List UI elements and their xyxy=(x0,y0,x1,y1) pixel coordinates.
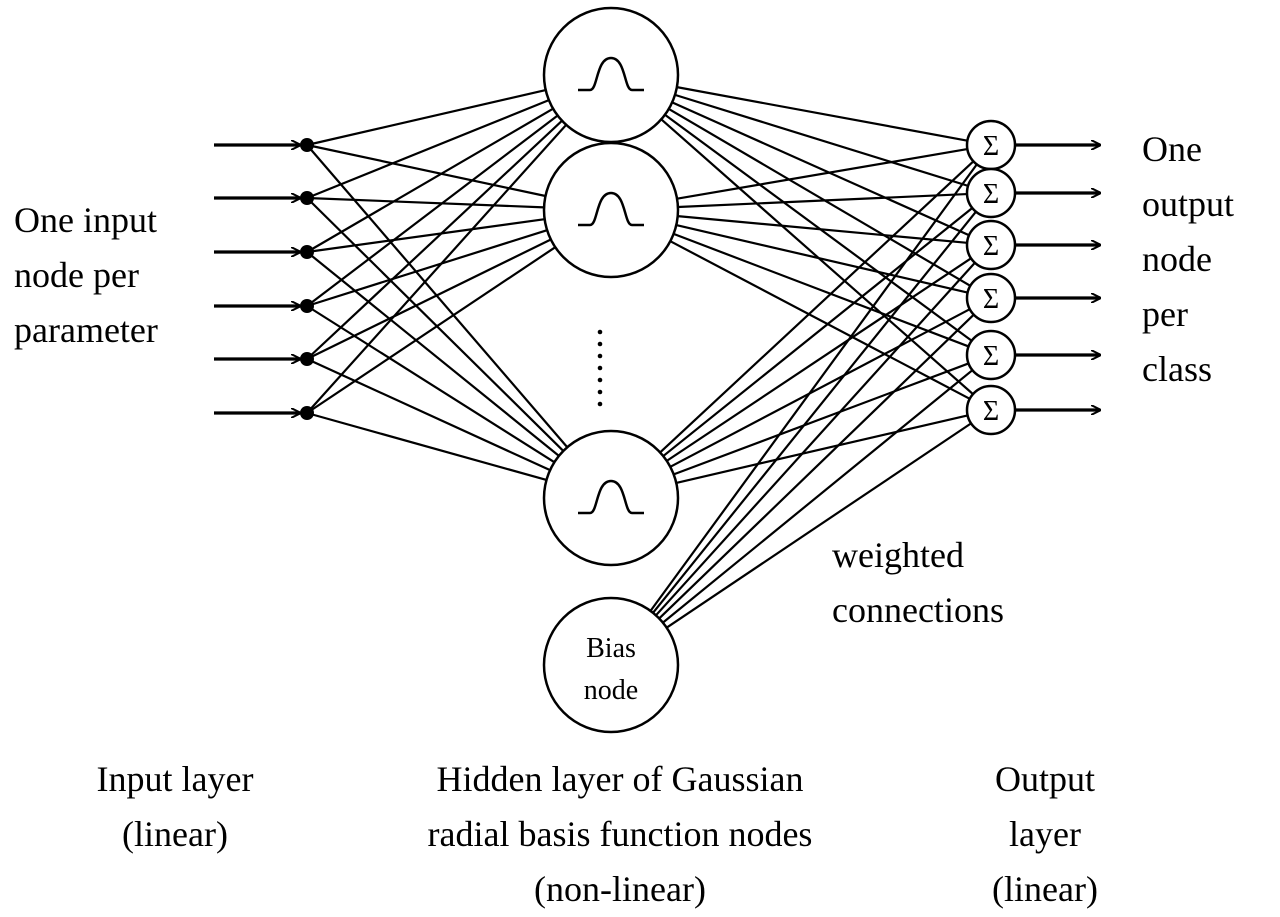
output-side-label-line-4: per xyxy=(1142,294,1188,334)
hidden-output-connection xyxy=(664,113,973,342)
input-side-label: One input node per parameter xyxy=(14,193,158,358)
input-hidden-connection xyxy=(306,119,563,360)
weighted-connections-label-line-2: connections xyxy=(832,590,1004,630)
hidden-output-connection xyxy=(676,86,968,142)
input-side-label-line-3: parameter xyxy=(14,310,158,350)
input-hidden-connection xyxy=(306,238,552,360)
bias-node-label-line-2: node xyxy=(584,675,638,706)
input-hidden-connection xyxy=(306,196,545,209)
input-layer-caption-line-1: Input layer xyxy=(96,759,254,799)
output-layer-caption-line-2: layer xyxy=(1009,814,1081,854)
sigma-icon: Σ xyxy=(983,284,999,315)
output-layer-caption-line-3: (linear) xyxy=(992,869,1098,909)
input-layer-caption-line-2: (linear) xyxy=(122,814,228,854)
input-hidden-connection xyxy=(306,218,545,254)
output-layer-caption-line-1: Output xyxy=(994,759,1095,799)
output-node: Σ xyxy=(965,384,1017,436)
output-node: Σ xyxy=(965,167,1017,219)
hidden-output-connection xyxy=(669,308,971,468)
hidden-output-connection xyxy=(677,215,968,244)
input-hidden-connection xyxy=(306,107,554,253)
hidden-layer-caption-line-2: radial basis function nodes xyxy=(427,814,813,854)
input-node xyxy=(300,138,314,152)
output-side-label: One output node per class xyxy=(1142,122,1234,397)
hidden-output-connection xyxy=(666,257,972,462)
gaussian-node xyxy=(542,429,680,567)
gaussian-node xyxy=(542,141,680,279)
bias-node: Bias node xyxy=(542,596,680,734)
output-side-label-line-2: output xyxy=(1142,184,1235,224)
weighted-connections-label-line-1: weighted xyxy=(832,535,964,575)
hidden-output-connection xyxy=(673,362,969,476)
hidden-output-connection xyxy=(658,313,975,620)
input-hidden-connection xyxy=(306,411,547,482)
hidden-output-connection xyxy=(676,147,968,200)
output-node: Σ xyxy=(965,219,1017,271)
gaussian-curve-icon xyxy=(578,191,644,227)
gaussian-curve-icon xyxy=(578,56,644,92)
input-side-label-line-1: One input xyxy=(14,200,157,240)
input-hidden-connection xyxy=(306,99,550,200)
hidden-output-connection xyxy=(649,163,978,612)
hidden-output-connection xyxy=(669,240,971,400)
output-side-label-line-5: class xyxy=(1142,349,1212,389)
weighted-connections-label: weighted connections xyxy=(832,528,1004,638)
input-hidden-connection xyxy=(306,124,568,414)
sigma-icon: Σ xyxy=(983,179,999,210)
output-node: Σ xyxy=(965,272,1017,324)
input-node xyxy=(300,406,314,420)
hidden-output-connection xyxy=(671,101,970,237)
hidden-output-connection xyxy=(668,107,971,287)
input-layer-caption: Input layer (linear) xyxy=(50,752,300,862)
output-side-label-line-1: One xyxy=(1142,129,1202,169)
input-hidden-connection xyxy=(306,88,546,147)
input-side-label-line-2: node per xyxy=(14,255,139,295)
hidden-output-connection xyxy=(677,192,968,209)
input-hidden-connection xyxy=(306,305,555,464)
hidden-layer-caption: Hidden layer of Gaussian radial basis fu… xyxy=(330,752,910,917)
input-hidden-connection xyxy=(306,197,565,452)
ellipsis-icon xyxy=(597,329,603,407)
hidden-output-connection xyxy=(655,262,976,617)
gaussian-curve-icon xyxy=(578,479,644,515)
input-hidden-connection xyxy=(306,143,546,198)
hidden-output-connection xyxy=(666,422,972,629)
input-node xyxy=(300,245,314,259)
gaussian-node xyxy=(542,6,680,144)
input-hidden-connection xyxy=(306,114,559,307)
output-layer-caption: Output layer (linear) xyxy=(955,752,1135,917)
input-node xyxy=(300,352,314,366)
input-node xyxy=(300,191,314,205)
hidden-layer-caption-line-3: (non-linear) xyxy=(534,869,706,909)
input-hidden-connection xyxy=(306,251,560,457)
sigma-icon: Σ xyxy=(983,131,999,162)
hidden-output-connection xyxy=(662,207,973,457)
sigma-icon: Σ xyxy=(983,341,999,372)
input-hidden-connection xyxy=(306,229,548,308)
hidden-output-connection xyxy=(674,93,969,187)
weighted-connections xyxy=(306,86,978,629)
hidden-output-connection xyxy=(659,160,975,454)
output-node: Σ xyxy=(965,119,1017,171)
sigma-icon: Σ xyxy=(983,231,999,262)
bias-node-label-line-1: Bias xyxy=(586,633,636,664)
hidden-output-connection xyxy=(673,232,969,348)
hidden-output-connection xyxy=(662,369,974,624)
input-hidden-connection xyxy=(306,246,556,414)
input-hidden-connection xyxy=(306,357,551,472)
hidden-output-connection xyxy=(676,414,968,484)
io-arrows xyxy=(214,145,1100,413)
output-node: Σ xyxy=(965,329,1017,381)
sigma-icon: Σ xyxy=(983,396,999,427)
input-node xyxy=(300,299,314,313)
output-side-label-line-3: node xyxy=(1142,239,1212,279)
hidden-layer-caption-line-1: Hidden layer of Gaussian xyxy=(436,759,804,799)
hidden-output-connection xyxy=(652,211,977,614)
